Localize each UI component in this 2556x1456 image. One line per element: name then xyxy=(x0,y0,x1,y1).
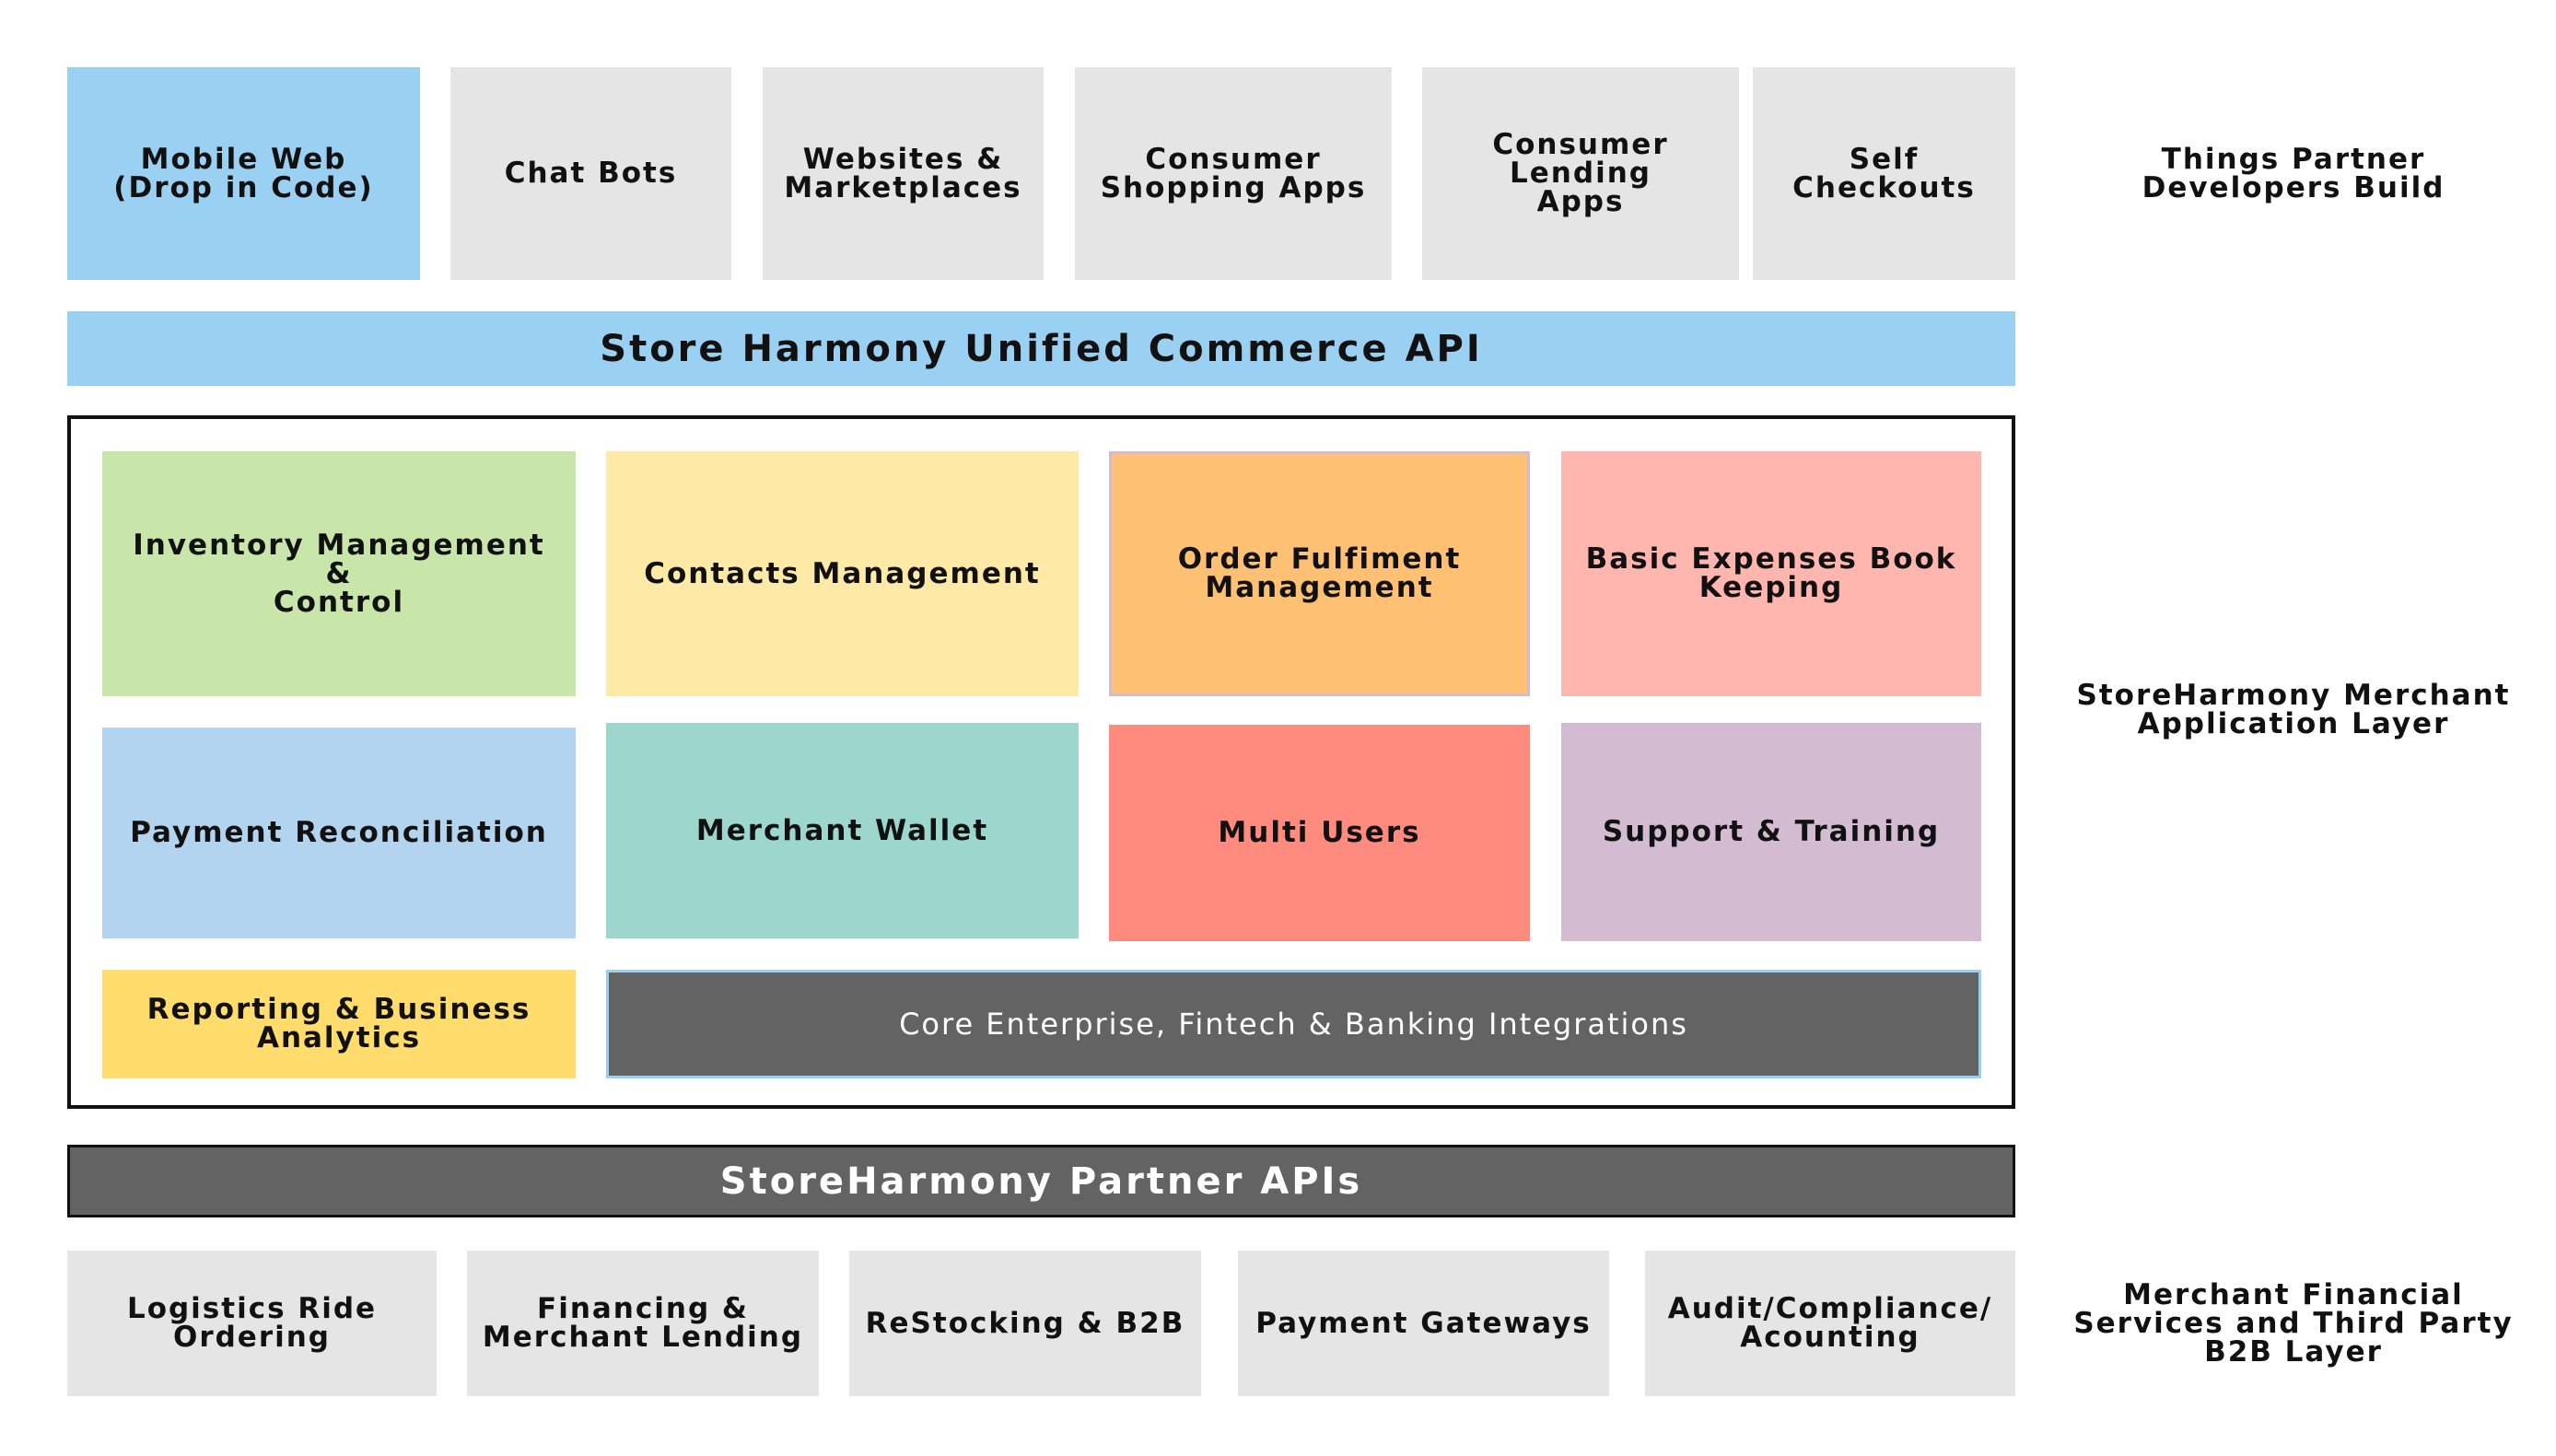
self-checkouts-box: Self Checkouts xyxy=(1753,67,2015,280)
mobile-web-box: Mobile Web (Drop in Code) xyxy=(67,67,420,280)
support-training-module: Support & Training xyxy=(1561,723,1981,941)
reporting-analytics-module: Reporting & Business Analytics xyxy=(102,970,576,1078)
websites-marketplaces-box: Websites & Marketplaces xyxy=(763,67,1044,280)
logistics-ride-ordering-box: Logistics Ride Ordering xyxy=(67,1251,437,1396)
partner-apis-band: StoreHarmony Partner APIs xyxy=(67,1145,2015,1217)
payment-reconciliation-module: Payment Reconciliation xyxy=(102,728,576,938)
merchant-application-layer-frame xyxy=(67,415,2015,1109)
financing-lending-box: Financing & Merchant Lending xyxy=(467,1251,819,1396)
unified-commerce-api-band: Store Harmony Unified Commerce API xyxy=(67,311,2015,386)
consumer-shopping-apps-box: Consumer Shopping Apps xyxy=(1075,67,1392,280)
core-integrations-module: Core Enterprise, Fintech & Banking Integ… xyxy=(606,970,1981,1078)
audit-compliance-box: Audit/Compliance/ Acounting xyxy=(1645,1251,2015,1396)
restocking-b2b-box: ReStocking & B2B xyxy=(849,1251,1201,1396)
merchant-application-layer-label: StoreHarmony Merchant Application Layer xyxy=(2076,679,2511,740)
financial-services-layer-label: Merchant Financial Services and Third Pa… xyxy=(2073,1277,2514,1369)
chat-bots-box: Chat Bots xyxy=(450,67,731,280)
expenses-bookkeeping-module: Basic Expenses Book Keeping xyxy=(1561,451,1981,696)
merchant-wallet-module: Merchant Wallet xyxy=(606,723,1079,938)
order-fulfilment-module: Order Fulfiment Management xyxy=(1109,451,1530,696)
consumer-lending-apps-box: Consumer Lending Apps xyxy=(1422,67,1739,280)
contacts-management-module: Contacts Management xyxy=(606,451,1079,696)
inventory-management-module: Inventory Management & Control xyxy=(102,451,576,696)
payment-gateways-box: Payment Gateways xyxy=(1238,1251,1609,1396)
developers-build-label: Things Partner Developers Build xyxy=(2142,142,2445,204)
multi-users-module: Multi Users xyxy=(1109,725,1530,941)
